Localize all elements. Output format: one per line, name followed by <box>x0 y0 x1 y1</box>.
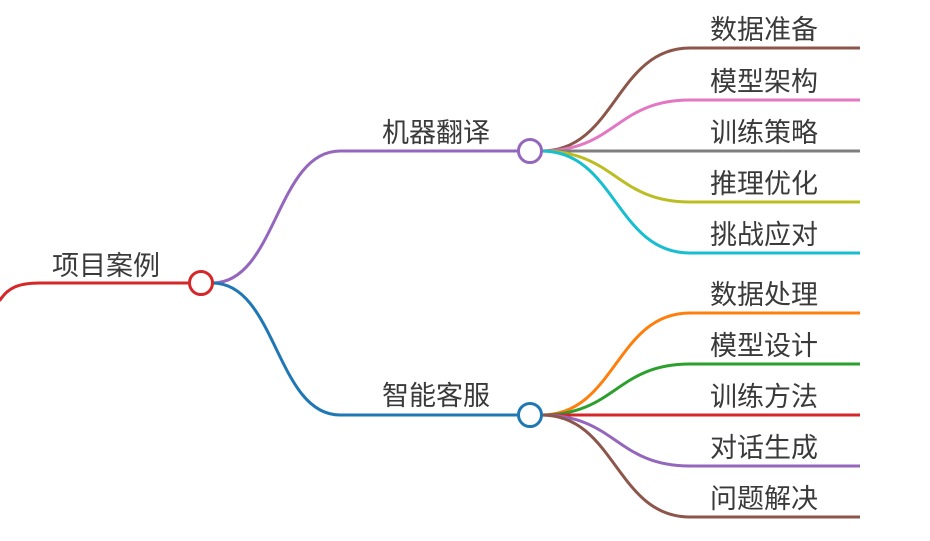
root-label: 项目案例 <box>52 251 160 282</box>
child-label-0-1: 模型架构 <box>710 67 818 98</box>
child-edge-0-3 <box>540 149 692 204</box>
child-label-1-3: 对话生成 <box>710 433 818 464</box>
child-label-0-4: 挑战应对 <box>710 220 818 251</box>
branch-edge-0 <box>211 149 520 285</box>
mindmap-nodes <box>188 138 543 428</box>
mindmap-underlines <box>690 46 860 519</box>
child-label-1-0: 数据处理 <box>710 280 818 311</box>
branch-edge-1 <box>211 281 520 417</box>
child-edge-1-1 <box>540 362 692 417</box>
branch-label-0: 机器翻译 <box>382 118 490 149</box>
child-label-1-1: 模型设计 <box>710 331 818 362</box>
child-label-1-4: 问题解决 <box>710 484 818 515</box>
root-lead-line <box>0 281 191 302</box>
child-edge-1-0 <box>540 311 692 417</box>
child-label-0-3: 推理优化 <box>710 169 818 200</box>
child-edge-0-1 <box>540 98 692 153</box>
child-edge-1-4 <box>540 413 692 519</box>
child-label-1-2: 训练方法 <box>710 382 818 413</box>
mindmap-edges <box>0 46 692 519</box>
child-label-0-0: 数据准备 <box>710 15 818 46</box>
child-edge-1-3 <box>540 413 692 468</box>
root-node[interactable] <box>188 270 214 296</box>
branch-node-1[interactable] <box>517 402 543 428</box>
child-edge-0-0 <box>540 46 692 153</box>
child-label-0-2: 训练策略 <box>710 118 818 149</box>
child-edge-0-4 <box>540 149 692 255</box>
branch-label-1: 智能客服 <box>382 381 490 412</box>
branch-node-0[interactable] <box>517 138 543 164</box>
